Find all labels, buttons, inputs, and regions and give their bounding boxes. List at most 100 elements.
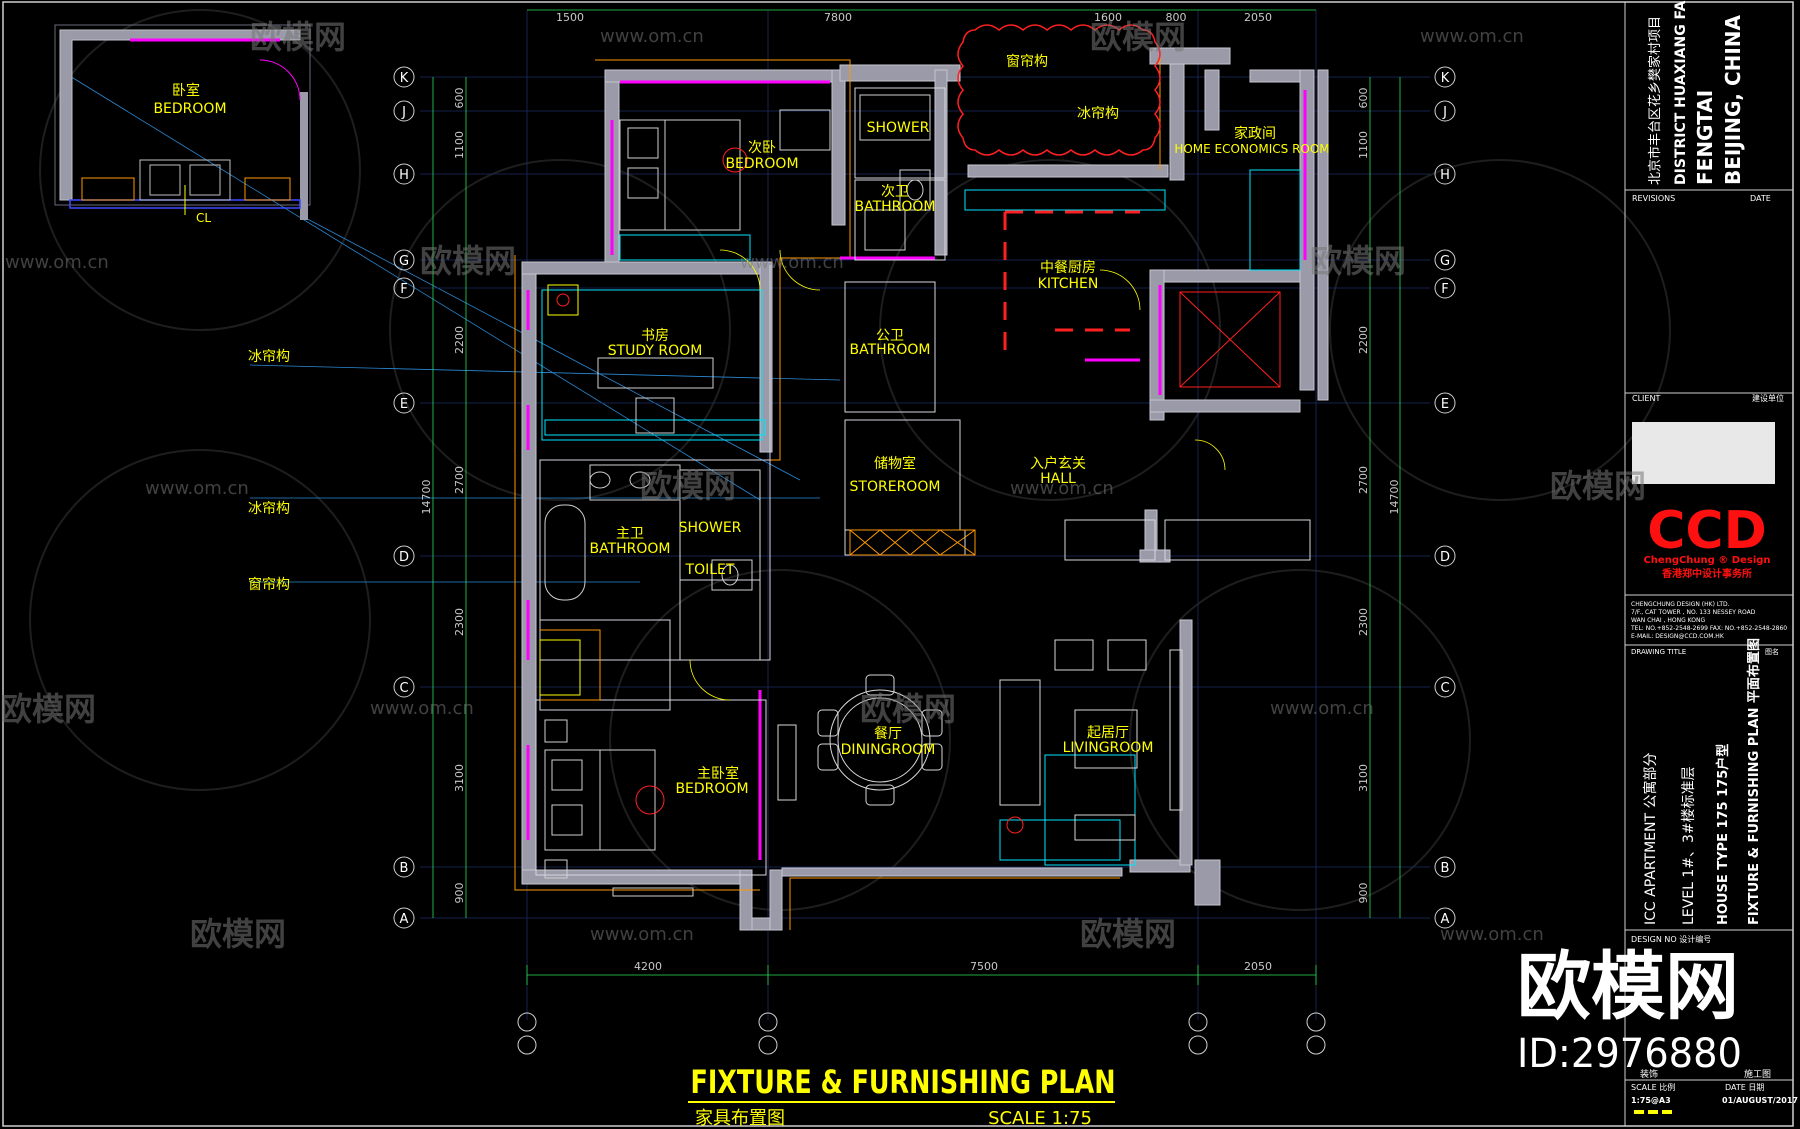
tb-date-value: 01/AUGUST/2017	[1722, 1096, 1798, 1105]
axis-right-G: G	[1440, 254, 1450, 269]
dim-top-2: 7800	[824, 11, 852, 24]
axis-right-F: F	[1441, 282, 1448, 297]
axis-right-C: C	[1440, 681, 1449, 696]
window-lines	[526, 80, 1307, 860]
axis-right-J: J	[1442, 105, 1447, 120]
drawing-scale: SCALE 1:75	[988, 1108, 1092, 1129]
furniture-master-bedroom	[544, 719, 694, 897]
furniture-living	[999, 639, 1183, 841]
dining-en: DININGROOM	[841, 742, 936, 758]
kitchen-cn: 中餐厨房	[1040, 260, 1096, 276]
second-bath-en: BATHROOM	[854, 199, 935, 215]
room-labels: 次卧 BEDROOM SHOWER 次卫 BATHROOM 家政间 HOME E…	[589, 120, 1329, 797]
tb-marker-3	[1662, 1110, 1672, 1114]
partitions	[535, 87, 1311, 876]
drawing-title: FIXTURE & FURNISHING PLAN	[691, 1063, 1116, 1101]
dim-right-3: 2200	[1357, 326, 1370, 354]
dim-right-2: 1100	[1357, 131, 1370, 159]
main-walls	[521, 47, 1329, 931]
axis-left-J: J	[401, 105, 406, 120]
note-ice-curtain-top: 冰帘构	[1077, 106, 1119, 122]
tb-stage-label: 装饰	[1640, 1068, 1658, 1080]
master-shower: SHOWER	[679, 520, 742, 536]
watermark-circles	[29, 9, 1671, 911]
tb-project-en3: BEIJING, CHINA	[1721, 14, 1745, 185]
tb-client-cn: 建设单位	[1752, 393, 1784, 403]
wm-site-6: www.om.cn	[1010, 478, 1114, 499]
kitchen-dashed	[1003, 210, 1140, 360]
top-dimensions: 1500 7800 1600 800 2050	[527, 9, 1316, 24]
axis-left-K: K	[400, 71, 409, 86]
inset-bedroom-plan: 卧室 BEDROOM CL	[54, 24, 311, 225]
dim-left-1: 600	[453, 88, 466, 109]
second-bedroom-cn: 次卧	[748, 140, 776, 156]
note-curtain-box-left: 窗帘构	[248, 576, 290, 593]
tb-marker-1	[1634, 1110, 1644, 1114]
watermarks: 欧模网 www.om.cn 欧模网 www.om.cn www.om.cn 欧模…	[0, 18, 1646, 953]
dining-cn: 餐厅	[874, 726, 902, 742]
dim-right-7: 900	[1357, 883, 1370, 904]
master-bedroom-en: BEDROOM	[675, 781, 748, 797]
wm-site-2: www.om.cn	[1420, 26, 1524, 47]
axis-left-H: H	[399, 168, 409, 183]
door-swings	[689, 249, 1226, 701]
wm-brand-7: 欧模网	[0, 690, 96, 728]
wm-site-5: www.om.cn	[145, 478, 249, 499]
wm-site-8: www.om.cn	[1270, 698, 1374, 719]
toilet: TOILET	[685, 562, 735, 578]
revision-cloud	[957, 24, 1161, 156]
wm-brand-big: 欧模网	[1517, 944, 1739, 1030]
public-bath-en: BATHROOM	[849, 342, 930, 358]
dim-bottom-2: 7500	[970, 960, 998, 973]
dim-bottom-1: 4200	[634, 960, 662, 973]
second-bath-cn: 次卫	[881, 184, 909, 200]
axis-left-E: E	[400, 397, 408, 412]
left-dimensions: 600 1100 2200 2700 2300 3100 900 14700	[420, 77, 467, 918]
grid-bubbles-left: K J H G F E D C B A	[393, 66, 415, 929]
study-en: STUDY ROOM	[608, 343, 703, 359]
axis-left-F: F	[400, 282, 407, 297]
dim-top-3: 1600	[1094, 11, 1122, 24]
axis-right-A: A	[1441, 912, 1450, 927]
tb-scale-label: SCALE 比例	[1631, 1082, 1675, 1092]
dim-right-total: 14700	[1388, 480, 1401, 515]
tb-title-v4: FIXTURE & FURNISHING PLAN 平面布置图	[1746, 638, 1762, 925]
public-bath-cn: 公卫	[876, 328, 904, 344]
tb-company: CHENGCHUNG DESIGN (HK) LTD.	[1631, 601, 1730, 608]
tb-stage: 施工图	[1744, 1068, 1771, 1080]
axis-right-D: D	[1440, 550, 1450, 565]
inset-cl-label: CL	[196, 211, 211, 225]
second-bedroom-en: BEDROOM	[725, 156, 798, 172]
dim-left-6: 3100	[453, 764, 466, 792]
notes: 窗帘构 冰帘构 冰帘构 冰帘构 窗帘构	[248, 53, 1119, 593]
master-bedroom-cn: 主卧室	[697, 765, 739, 782]
storeroom-cn: 储物室	[874, 455, 916, 472]
hall-cn: 入户玄关	[1030, 455, 1086, 472]
tb-project-cn: 北京市丰台区花乡樊家村项目	[1647, 16, 1663, 185]
wm-brand-3: 欧模网	[420, 242, 516, 280]
axis-left-A: A	[400, 912, 409, 927]
living-en: LIVINGROOM	[1063, 740, 1154, 756]
dim-left-7: 900	[453, 883, 466, 904]
furniture-dining	[777, 674, 943, 806]
dim-right-6: 3100	[1357, 764, 1370, 792]
wm-brand-2: 欧模网	[1090, 18, 1186, 56]
tb-design-no: DESIGN NO 设计编号	[1631, 934, 1711, 944]
tb-drawing-title-label: DRAWING TITLE	[1631, 648, 1686, 656]
tb-logo-sub: ChengChung ® Design	[1643, 555, 1770, 566]
tb-date-label: DATE	[1750, 194, 1771, 203]
furniture-second-bedroom	[619, 109, 831, 231]
wm-brand-10: 欧模网	[1080, 915, 1176, 953]
living-cn: 起居厅	[1087, 725, 1129, 741]
dim-left-5: 2300	[453, 608, 466, 636]
wm-brand-5: 欧模网	[640, 467, 736, 505]
axis-left-B: B	[400, 861, 409, 876]
tb-title-v2: LEVEL 1#、3#楼标准层	[1681, 766, 1697, 925]
wm-site-9: www.om.cn	[590, 924, 694, 945]
wm-brand-9: 欧模网	[190, 915, 286, 953]
bottom-dimensions: 4200 7500 2050	[526, 960, 1317, 985]
home-econ-cn: 家政间	[1234, 125, 1276, 142]
tb-date-label2: DATE 日期	[1725, 1083, 1764, 1092]
fixtures-master-bath	[539, 464, 753, 701]
tb-project-en2: FENGTAI	[1693, 90, 1717, 185]
